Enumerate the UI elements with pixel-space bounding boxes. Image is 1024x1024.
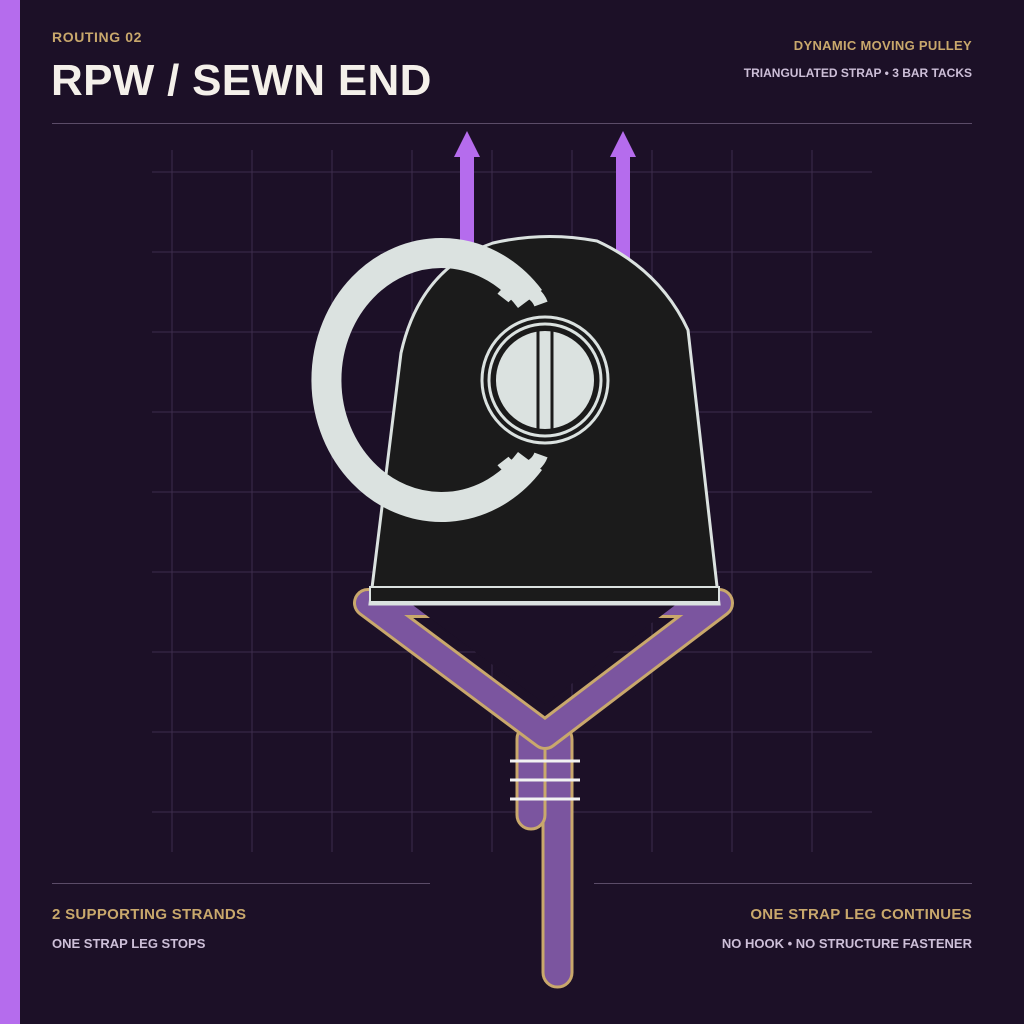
pulley-sheave: [480, 315, 610, 445]
supporting-strands-label: 2 SUPPORTING STRANDS: [52, 906, 247, 923]
strap-detail-label: TRIANGULATED STRAP • 3 BAR TACKS: [743, 66, 972, 80]
strap-leg-stops-label: ONE STRAP LEG STOPS: [52, 936, 206, 951]
strap-leg-continues-label: ONE STRAP LEG CONTINUES: [750, 906, 972, 923]
bar-tacks: [510, 759, 580, 801]
pulley-type-label: DYNAMIC MOVING PULLEY: [793, 38, 972, 53]
page-title: RPW / SEWN END: [51, 56, 432, 105]
footer-divider-left: [52, 883, 430, 884]
strap-continuing-leg: [541, 723, 574, 989]
header-divider: [52, 123, 972, 124]
accent-bar: [0, 0, 20, 1024]
pulley-base-plate: [369, 586, 720, 603]
no-hook-label: NO HOOK • NO STRUCTURE FASTENER: [721, 936, 972, 951]
routing-label: ROUTING 02: [52, 29, 143, 45]
footer-divider-right: [594, 883, 972, 884]
carabiner-ring: [311, 238, 542, 522]
